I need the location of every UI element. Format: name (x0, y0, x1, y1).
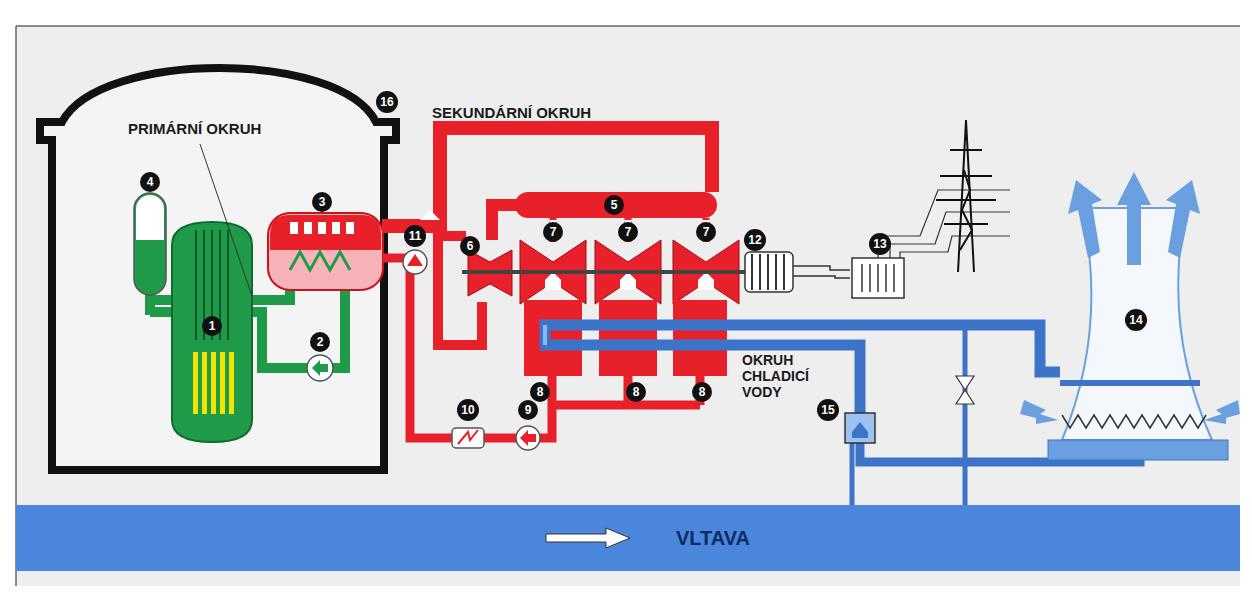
callout-number: 2 (310, 332, 330, 352)
callout-number: 6 (460, 236, 480, 256)
callout-number: 10 (457, 399, 479, 421)
primary-circuit (134, 144, 345, 442)
containment-building (40, 68, 396, 470)
panel (16, 26, 1240, 586)
callout-number: 16 (376, 91, 398, 113)
river-band: VLTAVA (16, 505, 1240, 571)
callout-number: 5 (604, 195, 624, 215)
circuit-label: PRIMÁRNÍ OKRUH (128, 120, 261, 137)
generator-and-grid (745, 120, 1010, 298)
steam-generator (268, 213, 383, 290)
cooling-tower (1020, 172, 1240, 460)
callout-number: 8 (530, 382, 550, 402)
callout-number: 14 (1125, 309, 1147, 331)
callout-number: 7 (543, 222, 563, 242)
river-name: VLTAVA (676, 527, 750, 550)
callout-number: 8 (626, 382, 646, 402)
callout-number: 8 (692, 382, 712, 402)
callout-number: 9 (518, 400, 538, 420)
callout-number: 13 (869, 233, 891, 255)
circuit-label: SEKUNDÁRNÍ OKRUH (432, 104, 591, 121)
callout-number: 7 (618, 222, 638, 242)
callout-number: 3 (312, 192, 332, 212)
cooling-water-circuit (545, 325, 1140, 505)
callout-number: 7 (696, 222, 716, 242)
secondary-circuit (382, 128, 745, 450)
flow-arrow (544, 526, 634, 550)
callout-number: 15 (817, 399, 839, 421)
callout-number: 4 (140, 172, 160, 192)
callout-number: 11 (404, 225, 426, 247)
callout-number: 12 (744, 229, 766, 251)
circuit-label: OKRUH CHLADICÍ VODY (742, 352, 826, 400)
callout-number: 1 (202, 316, 222, 336)
